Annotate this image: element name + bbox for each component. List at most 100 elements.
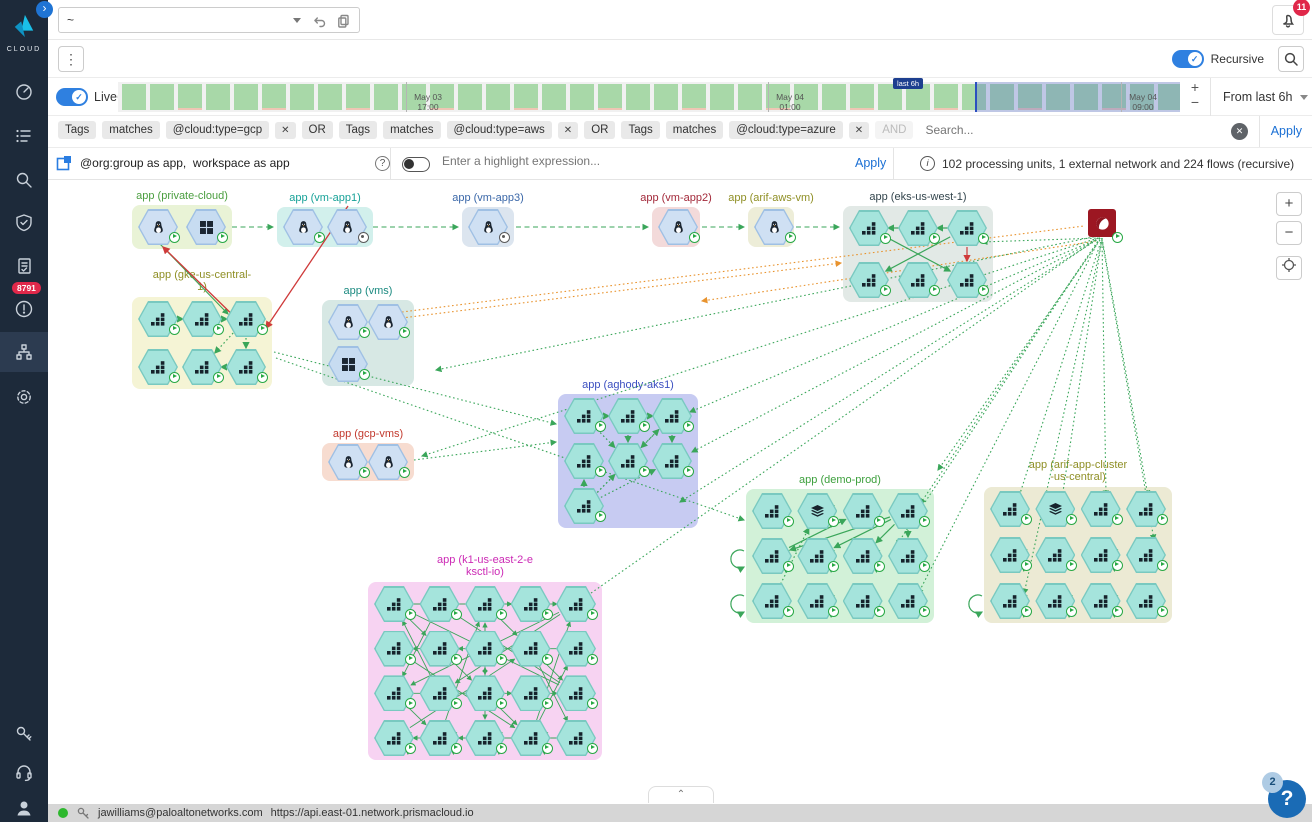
workload-node[interactable] bbox=[842, 493, 885, 529]
app-group-label-eks[interactable]: app (eks-us-west-1) bbox=[869, 191, 967, 203]
app-group-label-arif-aws-vm[interactable]: app (arif-aws-vm) bbox=[728, 192, 814, 204]
workload-node[interactable] bbox=[510, 630, 553, 667]
linux-vm-node[interactable] bbox=[328, 444, 370, 480]
timeline-bar[interactable] bbox=[598, 84, 622, 110]
workload-node[interactable] bbox=[990, 491, 1032, 527]
timeline-bar[interactable] bbox=[1102, 84, 1126, 110]
app-group-label-gcp-vms[interactable]: app (gcp-vms) bbox=[332, 428, 404, 440]
filter-op-chip[interactable]: matches bbox=[102, 121, 160, 139]
app-group-label-vms[interactable]: app (vms) bbox=[343, 285, 393, 297]
workload-node[interactable] bbox=[465, 675, 507, 712]
workload-node[interactable] bbox=[752, 538, 794, 574]
linux-vm-node[interactable] bbox=[368, 444, 410, 480]
timeline-bar[interactable] bbox=[290, 84, 314, 110]
timeline-bar[interactable] bbox=[234, 84, 258, 110]
stack-node[interactable] bbox=[1035, 491, 1078, 527]
timeline-bar[interactable] bbox=[738, 84, 762, 110]
workload-node[interactable] bbox=[138, 301, 180, 337]
timeline-bar[interactable] bbox=[794, 84, 818, 110]
workload-node[interactable] bbox=[419, 630, 462, 667]
app-group-label-vm-app1[interactable]: app (vm-app1) bbox=[289, 192, 361, 204]
filter-apply-button[interactable]: Apply bbox=[1270, 124, 1302, 138]
linux-vm-node[interactable] bbox=[138, 209, 180, 245]
workload-node[interactable] bbox=[465, 720, 507, 756]
workload-node[interactable] bbox=[226, 349, 268, 385]
zoom-in-button[interactable]: + bbox=[1276, 192, 1302, 216]
workload-node[interactable] bbox=[374, 675, 416, 712]
timeline-bar[interactable] bbox=[1130, 84, 1154, 110]
timeline-bar[interactable] bbox=[430, 84, 454, 110]
help-button[interactable]: ? 2 bbox=[1262, 772, 1306, 818]
workload-node[interactable] bbox=[888, 493, 930, 529]
timeline-bar[interactable] bbox=[486, 84, 510, 110]
workload-node[interactable] bbox=[1035, 537, 1078, 573]
notifications-button[interactable]: 11 bbox=[1272, 0, 1310, 35]
sidebar-item-investigate[interactable] bbox=[0, 160, 48, 200]
linux-vm-node[interactable] bbox=[468, 209, 510, 245]
highlight-toggle[interactable] bbox=[402, 157, 430, 172]
workload-node[interactable] bbox=[947, 210, 989, 246]
timeline-bar[interactable] bbox=[122, 84, 146, 110]
sidebar-expand-button[interactable]: › bbox=[36, 1, 53, 18]
workload-node[interactable] bbox=[947, 262, 989, 298]
fit-view-button[interactable] bbox=[1276, 256, 1302, 280]
workload-node[interactable] bbox=[652, 398, 694, 434]
timeline-bar[interactable] bbox=[822, 84, 846, 110]
timeline-bar[interactable] bbox=[1046, 84, 1070, 110]
timeline-bar[interactable] bbox=[962, 84, 986, 110]
workload-node[interactable] bbox=[842, 583, 885, 619]
remove-filter-button[interactable]: ✕ bbox=[275, 121, 296, 139]
timeline-bar[interactable] bbox=[766, 84, 790, 110]
filter-field-chip[interactable]: Tags bbox=[621, 121, 660, 139]
timeline-zoom-in-button[interactable]: + bbox=[1190, 79, 1200, 95]
workload-node[interactable] bbox=[608, 398, 650, 434]
filter-value-chip[interactable]: @cloud:type=azure bbox=[729, 121, 843, 139]
workload-node[interactable] bbox=[419, 720, 462, 756]
workload-node[interactable] bbox=[374, 586, 416, 622]
clear-filters-button[interactable]: ✕ bbox=[1231, 123, 1248, 140]
workload-node[interactable] bbox=[990, 537, 1032, 573]
workload-node[interactable] bbox=[888, 538, 930, 574]
sidebar-item-alerts[interactable]: 8791 bbox=[0, 282, 48, 329]
timeline-bar[interactable] bbox=[458, 84, 482, 110]
sidebar-item-compliance[interactable] bbox=[0, 246, 48, 286]
workload-node[interactable] bbox=[842, 538, 885, 574]
help-icon[interactable]: ? bbox=[375, 156, 390, 171]
undo-button[interactable] bbox=[311, 13, 326, 28]
workload-node[interactable] bbox=[465, 586, 507, 622]
workload-node[interactable] bbox=[419, 675, 462, 712]
sidebar-item-inventory[interactable] bbox=[0, 116, 48, 156]
filter-field-chip[interactable]: Tags bbox=[338, 121, 378, 139]
timeline-bar[interactable] bbox=[542, 84, 566, 110]
timeline-zoom-out-button[interactable]: − bbox=[1190, 94, 1200, 110]
timeline-bar[interactable] bbox=[178, 84, 202, 110]
workload-node[interactable] bbox=[849, 210, 891, 246]
app-group-label-vm-app3[interactable]: app (vm-app3) bbox=[452, 192, 524, 204]
timeline-bar[interactable] bbox=[850, 84, 874, 110]
timeline-bar[interactable] bbox=[710, 84, 734, 110]
workload-node[interactable] bbox=[1035, 583, 1078, 619]
app-group-label-demo-prod[interactable]: app (demo-prod) bbox=[799, 474, 881, 486]
timeline-bar[interactable] bbox=[346, 84, 370, 110]
workload-node[interactable] bbox=[898, 262, 940, 298]
filter-value-chip[interactable]: @cloud:type=gcp bbox=[165, 121, 270, 139]
workload-node[interactable] bbox=[510, 675, 553, 712]
workload-node[interactable] bbox=[138, 349, 180, 385]
timeline-bar[interactable] bbox=[374, 84, 398, 110]
timeline-bar[interactable] bbox=[206, 84, 230, 110]
highlight-apply-button[interactable]: Apply bbox=[855, 156, 887, 170]
workload-node[interactable] bbox=[1080, 537, 1123, 573]
workload-node[interactable] bbox=[419, 586, 462, 622]
app-group-label-arif-cluster[interactable]: app (arif-app-cluster-us-central) bbox=[1028, 459, 1128, 483]
workload-node[interactable] bbox=[1080, 583, 1123, 619]
filter-field-chip[interactable]: Tags bbox=[58, 121, 97, 139]
workload-node[interactable] bbox=[374, 630, 416, 667]
workload-node[interactable] bbox=[1126, 537, 1168, 573]
workload-node[interactable] bbox=[556, 720, 598, 756]
workload-node[interactable] bbox=[888, 583, 930, 619]
bottom-panel-expand-tab[interactable]: ⌃ bbox=[648, 786, 714, 803]
workload-node[interactable] bbox=[564, 398, 606, 434]
timeline-bar[interactable] bbox=[990, 84, 1014, 110]
external-network-node[interactable] bbox=[1088, 209, 1116, 237]
